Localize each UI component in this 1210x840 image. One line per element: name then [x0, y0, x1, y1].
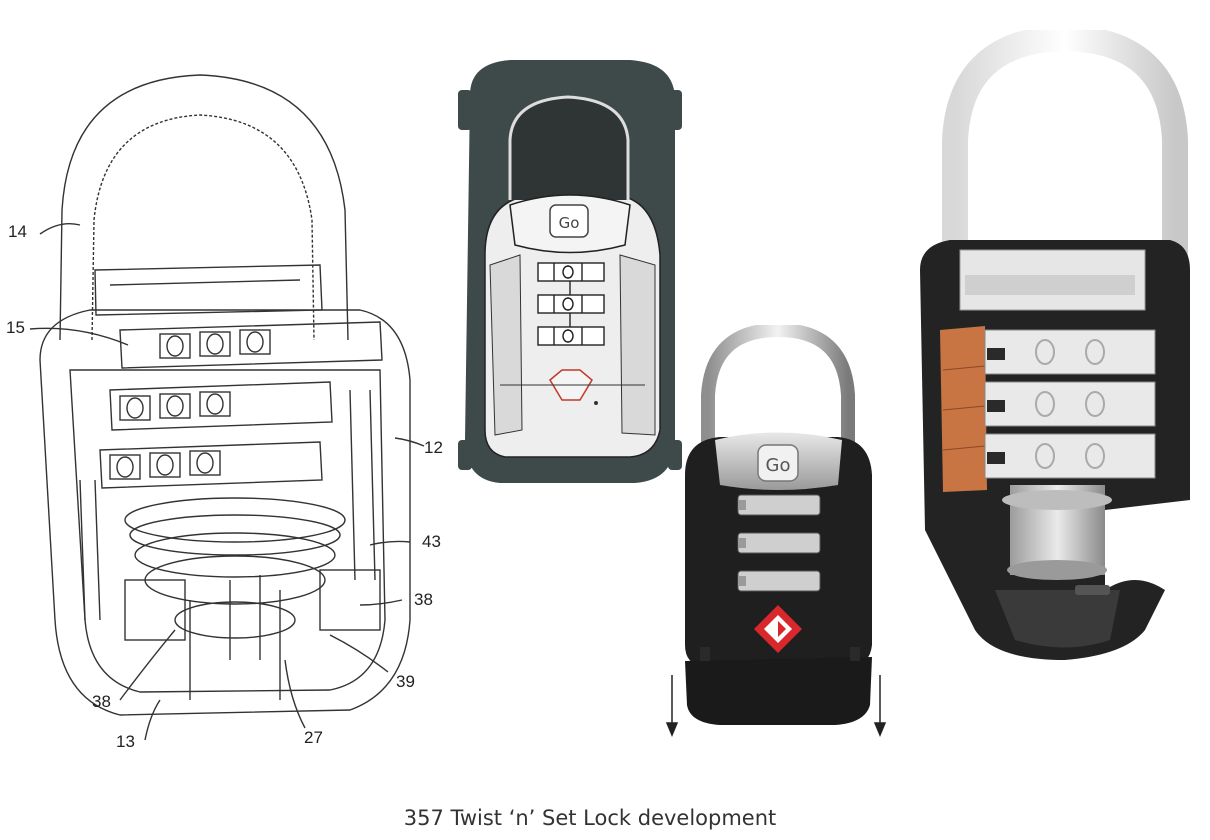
figure-caption: 357 Twist ‘n’ Set Lock development [403, 806, 777, 830]
product-logo-text: Go [766, 455, 791, 476]
callout-38-left: 38 [92, 692, 111, 711]
arrow-down-icon [665, 675, 887, 737]
go-logo-icon [757, 444, 799, 482]
cutaway-render [905, 30, 1210, 670]
go-logo-icon [549, 204, 589, 238]
sketch-logo-text: Go [559, 214, 580, 232]
callout-39: 39 [396, 672, 415, 691]
callout-12: 12 [424, 438, 443, 457]
callout-43: 43 [422, 532, 441, 551]
callout-15: 15 [6, 318, 25, 337]
patent-drawing: 14 15 12 43 38 39 38 13 27 [0, 60, 470, 760]
product-art: Go [665, 325, 887, 737]
callout-13: 13 [116, 732, 135, 751]
callout-38: 38 [414, 590, 433, 609]
sketch-art: Go [458, 60, 682, 483]
callout-27: 27 [304, 728, 323, 747]
tsa-diamond-icon [754, 605, 802, 653]
patent-line-art [29, 74, 425, 741]
callout-14: 14 [8, 222, 27, 241]
product-render: Go [660, 325, 890, 745]
cutaway-art [920, 30, 1190, 660]
concept-sketch: Go [450, 55, 690, 495]
